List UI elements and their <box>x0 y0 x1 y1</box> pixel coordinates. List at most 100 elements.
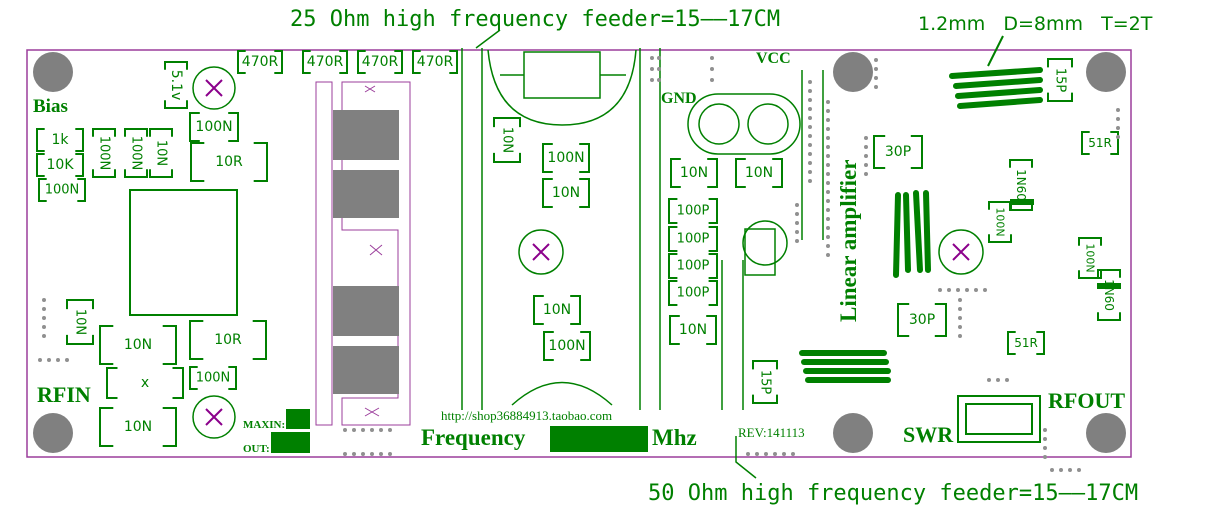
component-outline <box>164 61 188 109</box>
via-dot <box>343 428 347 432</box>
via-dot <box>826 199 830 203</box>
component-outline <box>189 320 267 360</box>
component-17: 100N <box>189 366 237 390</box>
via-dot <box>650 78 654 82</box>
via-dot <box>808 170 812 174</box>
via-dot <box>826 154 830 158</box>
component-5: 1k <box>36 128 84 152</box>
out-box <box>271 432 310 453</box>
via-dot <box>864 172 868 176</box>
via-dot <box>795 239 799 243</box>
via-dot <box>996 378 1000 382</box>
revision-label: REV:141113 <box>738 425 805 440</box>
frequency-label: Frequency <box>421 425 526 450</box>
component-label: 10N <box>500 127 515 153</box>
via-dot <box>657 56 661 60</box>
via-dot <box>826 235 830 239</box>
component-35: 51R <box>1081 131 1119 155</box>
component-outline <box>493 117 521 163</box>
via-dot <box>782 452 786 456</box>
component-outline <box>189 112 239 142</box>
via-dot <box>1116 108 1120 112</box>
component-label: 5.1v <box>168 70 184 101</box>
via-dot <box>808 143 812 147</box>
via-dot <box>1043 455 1047 459</box>
via-dot <box>65 358 69 362</box>
component-outline <box>99 325 177 365</box>
component-18: 10N <box>99 407 177 447</box>
via-dot <box>710 56 714 60</box>
transformer <box>315 81 411 426</box>
via-dot <box>42 325 46 329</box>
component-21: 10N <box>542 178 590 208</box>
component-40: 100N <box>1078 237 1102 279</box>
via-dot <box>795 212 799 216</box>
mounting-holes <box>33 52 1126 453</box>
component-outline <box>36 153 84 177</box>
component-11: 100N <box>189 112 239 142</box>
via-dot <box>958 325 962 329</box>
via-dot <box>958 307 962 311</box>
vcc-label: VCC <box>756 50 791 67</box>
via-dot <box>379 452 383 456</box>
component-3: 470R <box>412 50 458 74</box>
component-label: 1N60 <box>1102 279 1116 311</box>
via-dot <box>1043 428 1047 432</box>
shop-url: http://shop36884913.taobao.com <box>441 408 612 423</box>
component-29: 100P <box>668 280 718 306</box>
component-13: 10N <box>66 299 94 345</box>
component-outline <box>1047 58 1073 102</box>
via-dot <box>1005 378 1009 382</box>
via-dot <box>1043 437 1047 441</box>
via-dot <box>826 127 830 131</box>
out-label: OUT: <box>243 443 270 455</box>
component-label: 100P <box>677 286 710 301</box>
via-dot <box>352 428 356 432</box>
via-dot <box>826 163 830 167</box>
via-dot <box>388 452 392 456</box>
via-dot <box>1068 468 1072 472</box>
via-dot <box>795 203 799 207</box>
top-resistor-body <box>523 51 601 99</box>
component-label: 100N <box>196 371 231 386</box>
component-label: 470R <box>307 54 344 70</box>
via-dot <box>650 56 654 60</box>
component-label: 10N <box>745 165 773 181</box>
via-dot <box>983 288 987 292</box>
component-0: 470R <box>237 50 283 74</box>
via-dot <box>826 253 830 257</box>
coil-spec-leader <box>987 35 1004 67</box>
via-dot <box>808 134 812 138</box>
component-outline <box>752 360 778 404</box>
via-dot <box>864 145 868 149</box>
component-9: 100N <box>124 128 148 178</box>
component-label: 100N <box>129 136 144 171</box>
via-dot <box>370 452 374 456</box>
component-outline <box>735 158 783 188</box>
component-outline <box>92 128 116 178</box>
via-dot <box>650 67 654 71</box>
component-4: 5.1v <box>164 61 188 109</box>
via-dot <box>773 452 777 456</box>
component-outline <box>533 295 581 325</box>
via-dot <box>958 316 962 320</box>
coil-top-right <box>949 67 1043 109</box>
component-outline <box>149 128 173 178</box>
via-dot <box>808 179 812 183</box>
via-dot <box>874 67 878 71</box>
via-dot <box>1077 468 1081 472</box>
component-label: 10N <box>124 419 152 435</box>
component-outline <box>237 50 283 74</box>
component-outline <box>542 178 590 208</box>
component-label: 100N <box>547 150 584 166</box>
component-label: 100P <box>677 204 710 219</box>
rfout-label: RFOUT <box>1048 388 1125 413</box>
bottom-arc <box>511 381 613 406</box>
via-dot <box>874 58 878 62</box>
component-label: x <box>141 375 149 391</box>
via-dot <box>808 116 812 120</box>
via-dot <box>938 288 942 292</box>
component-7: 100N <box>38 178 86 202</box>
via-dot <box>746 452 750 456</box>
